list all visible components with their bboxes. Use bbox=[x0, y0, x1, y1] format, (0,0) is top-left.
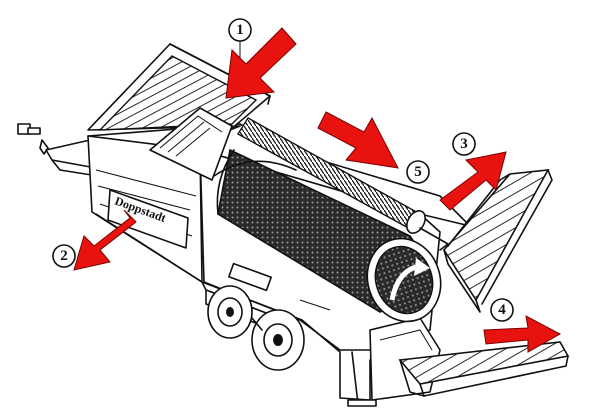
callout-4-label: 4 bbox=[498, 302, 506, 318]
callout-4: 4 bbox=[490, 298, 514, 322]
wheel-assembly bbox=[205, 285, 305, 371]
discharge-conveyor bbox=[443, 169, 553, 313]
trommel-drum bbox=[213, 148, 442, 323]
callout-2-label: 2 bbox=[60, 248, 68, 264]
callout-5: 5 bbox=[406, 160, 430, 184]
arrow-cleaning-direction bbox=[317, 111, 399, 169]
arrow-fines-output bbox=[483, 315, 562, 353]
support-leg bbox=[347, 351, 377, 407]
callout-2: 2 bbox=[52, 244, 76, 268]
callout-3-label: 3 bbox=[460, 136, 468, 152]
feed-hopper bbox=[87, 43, 271, 181]
arrow-conveyor-output bbox=[439, 151, 507, 211]
tow-hitch bbox=[17, 123, 99, 177]
brush-roller bbox=[237, 117, 449, 251]
callout-1: 1 bbox=[228, 18, 252, 58]
callout-5-label: 5 bbox=[414, 164, 422, 180]
arrow-oversize-output bbox=[73, 209, 137, 271]
callout-1-label: 1 bbox=[236, 22, 244, 38]
bottom-conveyor bbox=[398, 341, 570, 397]
callout-3: 3 bbox=[452, 132, 476, 156]
arrow-feed-input bbox=[225, 27, 297, 99]
